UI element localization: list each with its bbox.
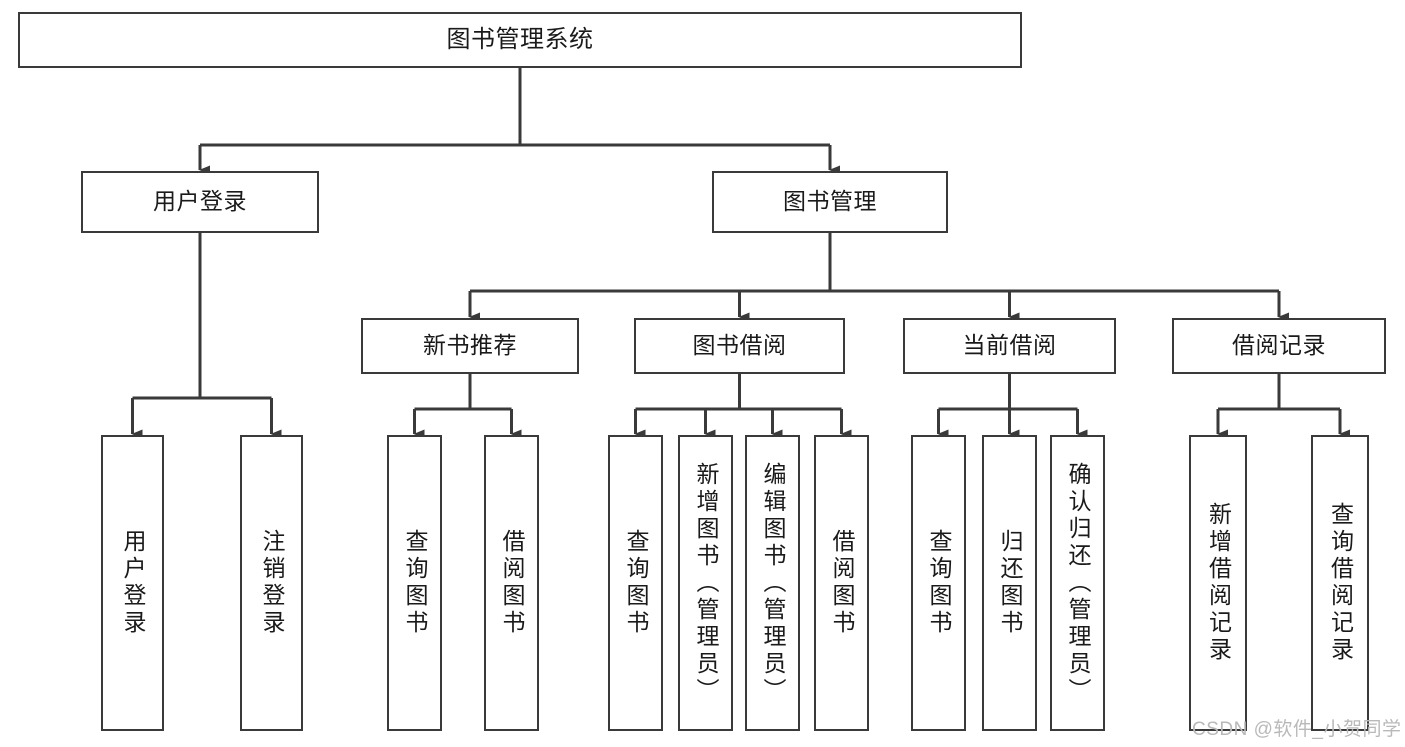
node-leaf-add-borrow-record: 新增借阅记录 <box>1189 435 1247 731</box>
node-label-borrow-record: 借阅记录 <box>1232 332 1326 359</box>
node-label-leaf-add-borrow-record: 新增借阅记录 <box>1205 502 1232 664</box>
node-new-book-recommend: 新书推荐 <box>361 318 579 374</box>
node-book-manage: 图书管理 <box>712 171 948 233</box>
node-root: 图书管理系统 <box>18 12 1022 68</box>
node-label-root: 图书管理系统 <box>446 25 594 53</box>
node-label-book-manage: 图书管理 <box>783 188 877 215</box>
node-leaf-query-book-1: 查询图书 <box>387 435 442 731</box>
node-label-new-book-recommend: 新书推荐 <box>423 332 517 359</box>
node-label-current-borrow: 当前借阅 <box>962 332 1057 359</box>
node-current-borrow: 当前借阅 <box>903 318 1116 374</box>
node-leaf-user-logout: 注销登录 <box>240 435 303 731</box>
node-book-borrow: 图书借阅 <box>634 318 845 374</box>
node-leaf-return-book: 归还图书 <box>982 435 1037 731</box>
node-borrow-record: 借阅记录 <box>1172 318 1386 374</box>
node-leaf-query-book-2: 查询图书 <box>608 435 663 731</box>
node-label-leaf-query-book-1: 查询图书 <box>402 529 428 637</box>
node-label-leaf-borrow-book-2: 借阅图书 <box>829 529 855 637</box>
node-label-leaf-user-logout: 注销登录 <box>259 529 285 637</box>
node-label-leaf-query-book-2: 查询图书 <box>623 529 649 637</box>
node-label-leaf-edit-book: 编辑图书（管理员） <box>760 461 786 705</box>
node-user-login: 用户登录 <box>81 171 319 233</box>
node-leaf-query-book-3: 查询图书 <box>911 435 966 731</box>
node-label-leaf-confirm-return: 确认归还（管理员） <box>1065 461 1091 705</box>
node-label-leaf-add-book: 新增图书（管理员） <box>693 461 719 705</box>
node-label-leaf-borrow-book-1: 借阅图书 <box>499 529 525 637</box>
node-label-book-borrow: 图书借阅 <box>692 332 787 359</box>
node-leaf-user-login: 用户登录 <box>101 435 164 731</box>
node-leaf-borrow-book-2: 借阅图书 <box>814 435 869 731</box>
node-leaf-edit-book: 编辑图书（管理员） <box>745 435 800 731</box>
node-label-leaf-user-login: 用户登录 <box>120 529 146 637</box>
node-label-leaf-return-book: 归还图书 <box>997 529 1023 637</box>
node-label-leaf-query-book-3: 查询图书 <box>926 529 952 637</box>
node-label-leaf-query-borrow-record: 查询借阅记录 <box>1327 502 1354 664</box>
node-leaf-add-book: 新增图书（管理员） <box>678 435 733 731</box>
node-leaf-query-borrow-record: 查询借阅记录 <box>1311 435 1369 731</box>
node-label-user-login: 用户登录 <box>153 188 247 215</box>
node-leaf-borrow-book-1: 借阅图书 <box>484 435 539 731</box>
node-leaf-confirm-return: 确认归还（管理员） <box>1050 435 1105 731</box>
